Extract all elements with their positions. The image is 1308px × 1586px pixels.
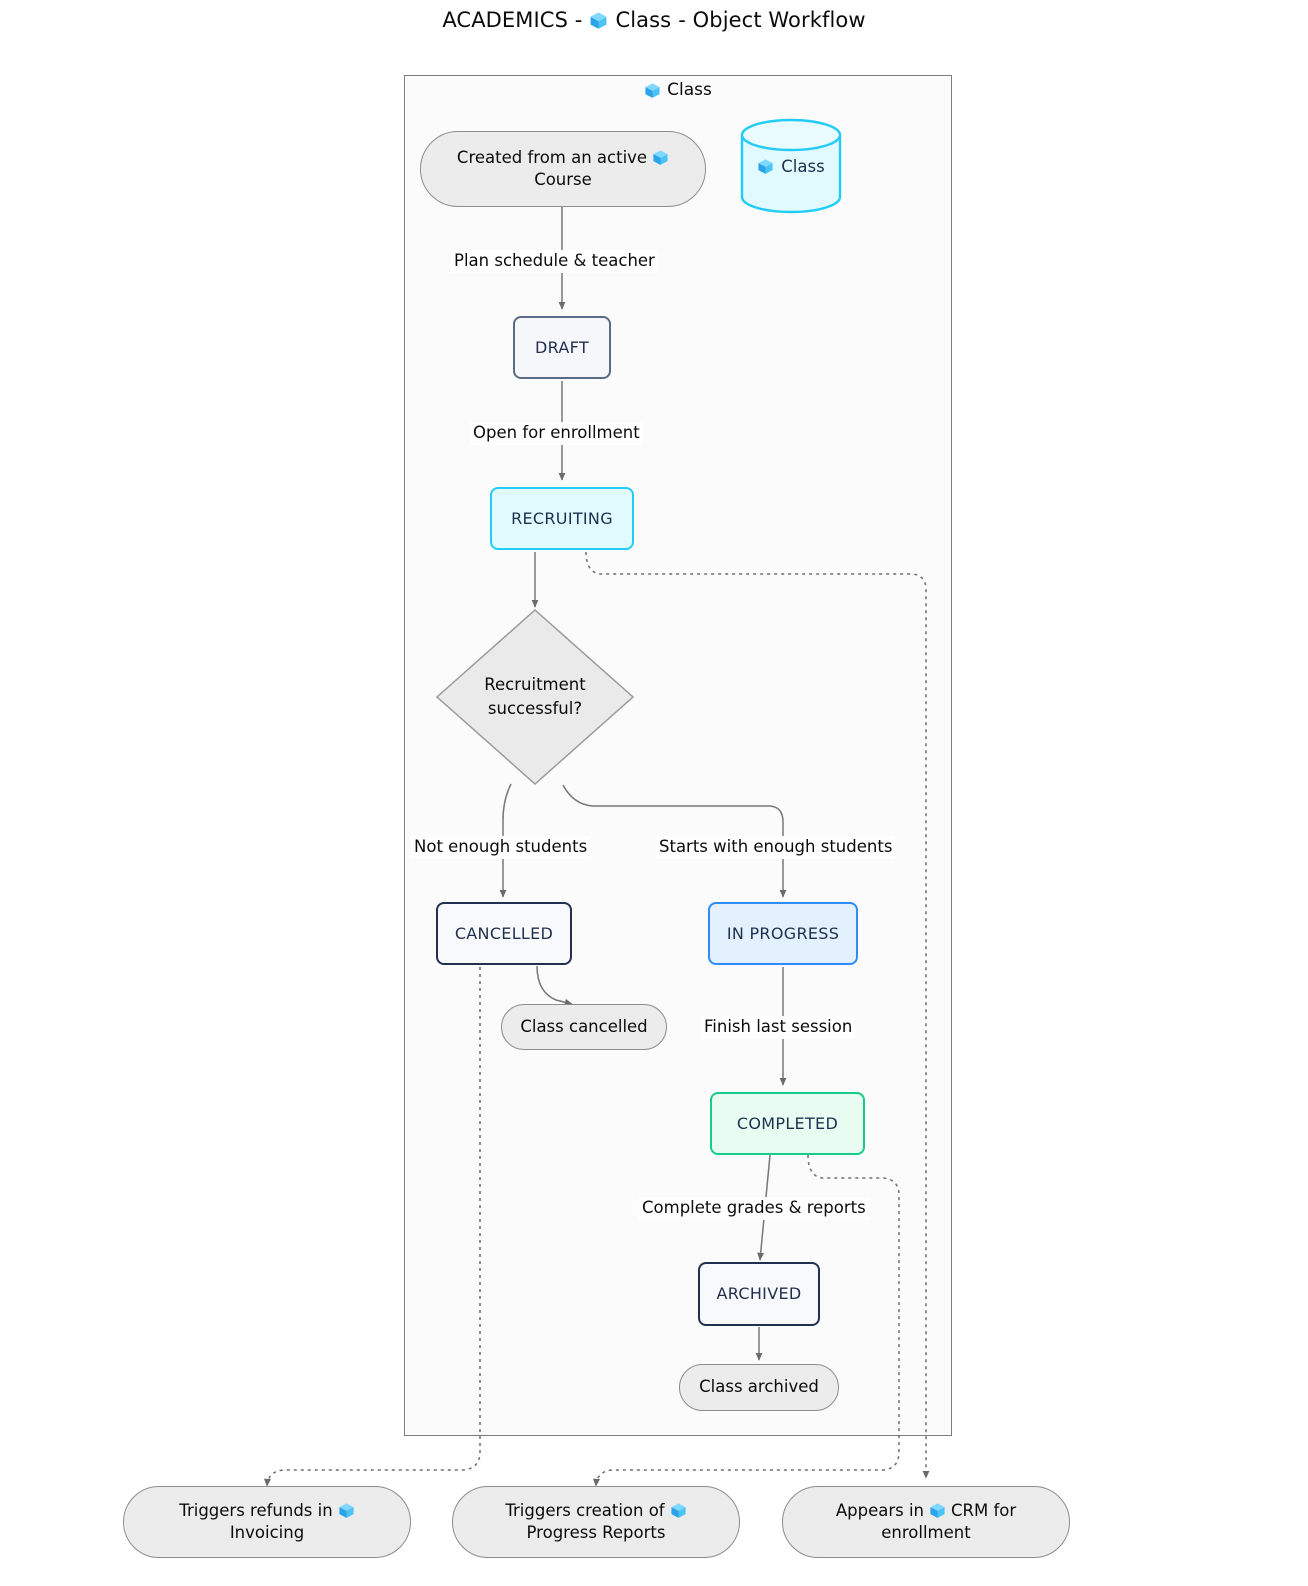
progress-line1: Triggers creation of (505, 1500, 665, 1520)
edge-label-finish-session: Finish last session (701, 1016, 856, 1039)
created-line1: Created from an active (456, 147, 648, 167)
cube-icon (644, 82, 661, 99)
node-class-cancelled[interactable]: Class cancelled (501, 1004, 667, 1050)
cube-icon (929, 1502, 946, 1519)
cube-icon (338, 1502, 355, 1519)
state-draft-label: DRAFT (535, 337, 589, 357)
crm-line1: Appears in (835, 1500, 924, 1520)
subgraph-label: Class (667, 80, 712, 100)
crm-line2: enrollment (881, 1523, 971, 1542)
state-completed[interactable]: COMPLETED (710, 1092, 865, 1155)
state-archived[interactable]: ARCHIVED (698, 1262, 820, 1326)
cube-icon (589, 11, 608, 30)
datastore-label: Class (781, 156, 825, 176)
refunds-line1: Triggers refunds in (179, 1500, 333, 1520)
decision-line2: successful? (487, 699, 583, 718)
refunds-line2: Invoicing (229, 1523, 305, 1542)
subgraph-title: Class (404, 80, 952, 100)
state-in-progress-label: IN PROGRESS (726, 923, 840, 943)
datastore-label-wrap: Class (740, 118, 842, 214)
node-class-archived[interactable]: Class archived (679, 1364, 839, 1411)
edge-label-not-enough: Not enough students (411, 836, 591, 859)
page-title-suffix: - Object Workflow (678, 8, 866, 32)
state-cancelled[interactable]: CANCELLED (436, 902, 572, 965)
node-class-cancelled-label: Class cancelled (520, 1016, 648, 1036)
decision-recruitment-successful[interactable]: Recruitment successful? (435, 608, 635, 786)
crm-mid: CRM for (951, 1500, 1017, 1520)
edge-label-open-enrollment: Open for enrollment (470, 422, 643, 445)
edge-label-plan-schedule: Plan schedule & teacher (451, 250, 658, 273)
node-class-archived-label: Class archived (699, 1377, 819, 1397)
state-in-progress[interactable]: IN PROGRESS (708, 902, 858, 965)
state-cancelled-label: CANCELLED (454, 923, 554, 943)
node-triggers-refunds[interactable]: Triggers refunds in Invoicing (123, 1486, 411, 1558)
cube-icon (670, 1502, 687, 1519)
state-draft[interactable]: DRAFT (513, 316, 611, 379)
edge-label-complete-grades: Complete grades & reports (639, 1197, 869, 1220)
node-created-from-course[interactable]: Created from an active Course (420, 131, 706, 207)
node-triggers-refunds-label: Triggers refunds in Invoicing (173, 1500, 360, 1544)
cylinder-shape (740, 118, 842, 214)
datastore-class[interactable]: Class (740, 118, 842, 214)
cube-icon (652, 149, 669, 166)
node-triggers-progress-reports-label: Triggers creation of Progress Reports (499, 1500, 692, 1544)
state-archived-label: ARCHIVED (716, 1284, 802, 1304)
edge-label-enough-students: Starts with enough students (656, 836, 896, 859)
state-recruiting-label: RECRUITING (511, 508, 613, 528)
progress-line2: Progress Reports (526, 1523, 666, 1542)
node-appears-in-crm[interactable]: Appears in CRM for enrollment (782, 1486, 1070, 1558)
state-recruiting[interactable]: RECRUITING (490, 487, 634, 550)
page-title-prefix: ACADEMICS - (442, 8, 583, 32)
created-line2: Course (534, 170, 592, 189)
page-title: ACADEMICS - Class - Object Workflow (0, 8, 1308, 32)
node-appears-in-crm-label: Appears in CRM for enrollment (830, 1500, 1022, 1544)
decision-label: Recruitment successful? (484, 673, 585, 721)
diamond-shape (435, 608, 635, 786)
page-title-object: Class (615, 8, 672, 32)
state-completed-label: COMPLETED (736, 1113, 839, 1133)
node-triggers-progress-reports[interactable]: Triggers creation of Progress Reports (452, 1486, 740, 1558)
cube-icon (757, 158, 774, 175)
node-created-from-course-label: Created from an active Course (451, 147, 675, 191)
decision-line1: Recruitment (484, 675, 586, 695)
